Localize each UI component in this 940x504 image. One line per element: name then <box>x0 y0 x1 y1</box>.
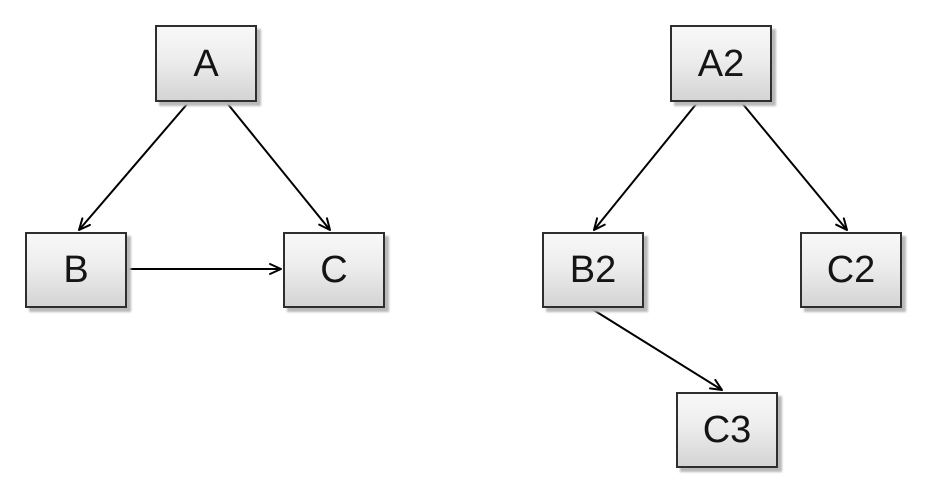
node-c2-label: C2 <box>826 249 876 291</box>
node-a2[interactable]: A2 <box>670 25 772 102</box>
node-c[interactable]: C <box>283 232 385 308</box>
node-a-label: A <box>193 42 219 85</box>
node-a2-label: A2 <box>697 42 745 85</box>
node-c2[interactable]: C2 <box>800 232 902 308</box>
node-b2-label: B2 <box>569 249 617 291</box>
edge-a2-to-b2 <box>593 102 698 231</box>
node-b[interactable]: B <box>25 232 127 308</box>
edge-a2-to-c2 <box>741 102 848 231</box>
edge-a-to-b <box>78 102 189 231</box>
node-b-label: B <box>63 249 89 291</box>
node-c-label: C <box>320 249 348 291</box>
node-a[interactable]: A <box>155 25 257 102</box>
edge-a-to-c <box>226 102 331 231</box>
edge-b2-to-c3 <box>591 308 723 391</box>
node-c3-label: C3 <box>702 409 752 451</box>
node-c3[interactable]: C3 <box>676 392 778 468</box>
node-b2[interactable]: B2 <box>542 232 644 308</box>
